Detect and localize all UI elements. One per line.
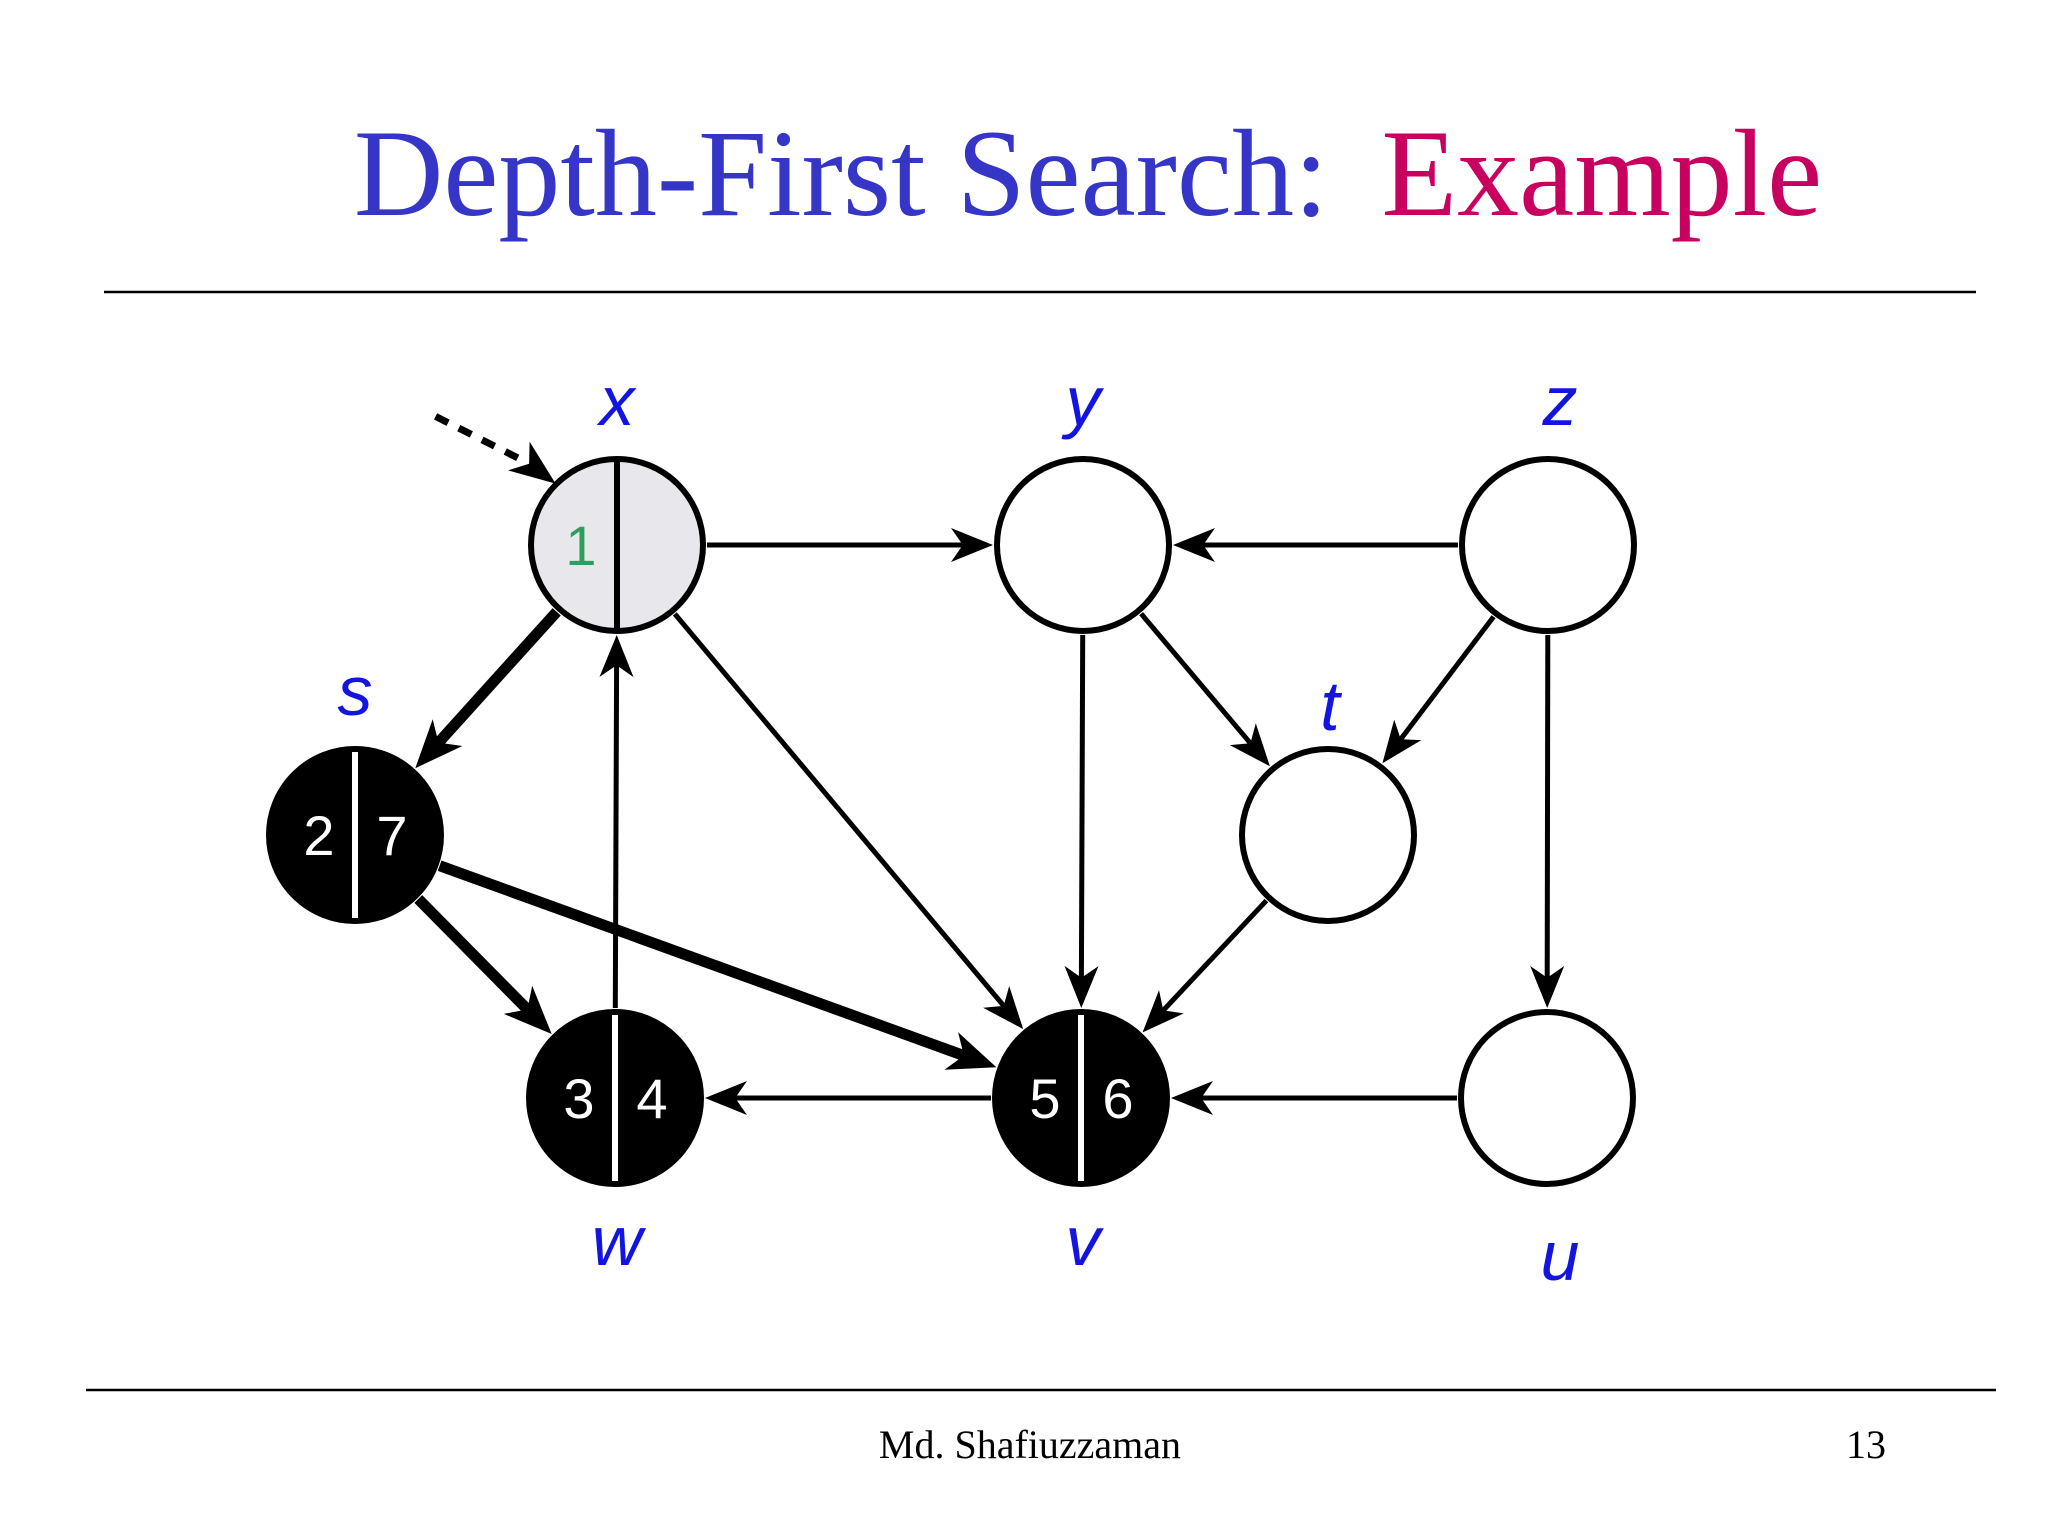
edge-x-v	[672, 612, 1024, 1030]
edge-line	[1398, 615, 1496, 742]
finish-time: 7	[376, 804, 407, 867]
edge-arrowhead	[599, 635, 634, 678]
edge-z-u	[1530, 634, 1565, 1008]
edge-line	[1544, 634, 1551, 979]
vertex-circle	[1459, 456, 1637, 634]
edge-z-t	[1382, 615, 1496, 764]
finish-time: 6	[1102, 1067, 1133, 1130]
finish-time: 4	[636, 1067, 667, 1130]
edge-y-t	[1139, 612, 1270, 767]
vertex-label-x: x	[597, 362, 638, 440]
discovery-time: 2	[303, 804, 334, 867]
vertex-circle	[994, 456, 1172, 634]
vertex-label-u: u	[1541, 1217, 1580, 1295]
edge-arrowhead	[705, 1081, 747, 1115]
edge-s-w	[414, 895, 552, 1034]
edge-line	[414, 895, 533, 1014]
pointer-line	[434, 413, 530, 467]
vertex-t	[1239, 746, 1417, 924]
edge-s-v	[437, 860, 997, 1070]
edge-v-w	[705, 1081, 991, 1115]
edge-x-y	[707, 528, 993, 562]
edge-line	[1160, 898, 1269, 1013]
edge-arrowhead	[1382, 719, 1422, 764]
edge-arrowhead	[1142, 990, 1184, 1033]
vertex-circle	[1239, 746, 1417, 924]
edge-arrowhead	[951, 528, 993, 562]
edge-x-s	[415, 608, 561, 769]
slide-title: Depth-First Search: Example	[354, 105, 1822, 242]
start-pointer	[434, 413, 556, 484]
edge-arrowhead	[1171, 1081, 1213, 1115]
edge-w-x	[599, 635, 634, 1009]
edge-y-v	[1064, 634, 1099, 1008]
slide-title-highlight: Example	[1381, 105, 1822, 242]
edge-line	[433, 608, 561, 747]
edge-line	[612, 664, 620, 1009]
vertex-label-t: t	[1320, 667, 1342, 745]
edge-line	[672, 612, 1007, 1009]
vertex-label-z: z	[1542, 362, 1578, 440]
slide-title-main: Depth-First Search:	[354, 105, 1329, 242]
edge-arrowhead	[503, 985, 552, 1034]
vertex-label-v: v	[1066, 1202, 1105, 1280]
edge-arrowhead	[415, 719, 463, 769]
discovery-time: 5	[1029, 1067, 1060, 1130]
vertex-x: 1	[528, 456, 706, 634]
edge-u-v	[1171, 1081, 1457, 1115]
graph-edges	[414, 528, 1565, 1115]
vertex-labels: x y z s t w v u	[338, 362, 1580, 1295]
vertex-z	[1459, 456, 1637, 634]
edge-arrowhead	[983, 986, 1024, 1030]
edge-arrowhead	[1173, 528, 1215, 562]
edge-arrowhead	[1530, 966, 1565, 1008]
vertex-label-s: s	[338, 652, 373, 730]
pointer-arrowhead	[508, 441, 556, 484]
page-number: 13	[1846, 1422, 1886, 1467]
edge-arrowhead	[1229, 723, 1270, 767]
edge-line	[437, 860, 967, 1062]
discovery-time: 1	[565, 514, 596, 577]
edge-z-y	[1173, 528, 1458, 562]
footer-author: Md. Shafiuzzaman	[879, 1422, 1181, 1467]
edge-arrowhead	[1064, 965, 1099, 1008]
vertex-y	[994, 456, 1172, 634]
vertex-label-y: y	[1062, 362, 1105, 440]
edge-line	[1139, 612, 1253, 746]
edge-line	[1078, 634, 1086, 979]
vertex-circle	[1458, 1009, 1636, 1187]
discovery-time: 3	[563, 1067, 594, 1130]
vertex-u	[1458, 1009, 1636, 1187]
vertex-label-w: w	[592, 1202, 647, 1280]
edge-arrowhead	[944, 1032, 997, 1070]
edge-t-v	[1142, 898, 1269, 1033]
